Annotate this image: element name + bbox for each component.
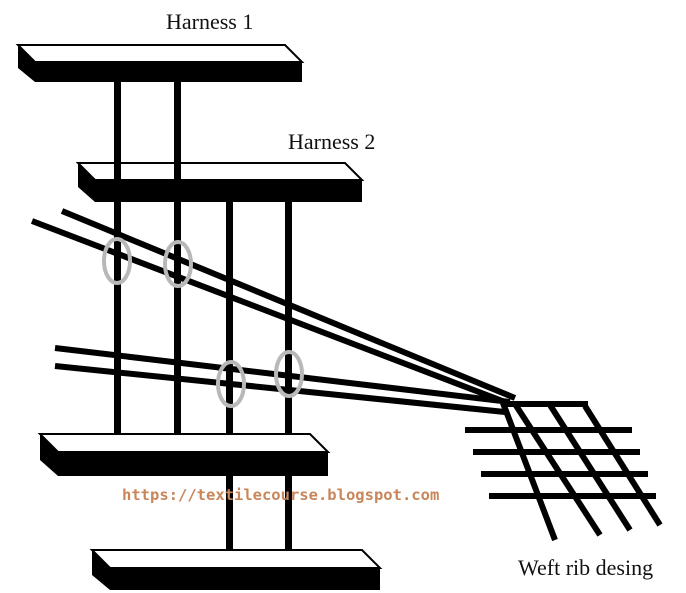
- heald-wire-2: [174, 82, 181, 447]
- harness-2-label: Harness 2: [288, 129, 376, 154]
- eyelet-4: [274, 350, 304, 398]
- harness-1-bottom-bar: [37, 433, 331, 476]
- heald-wire-1: [114, 82, 121, 447]
- harness-2-top-bar: [75, 162, 365, 202]
- woven-fabric: [465, 401, 663, 542]
- eyelet-3: [216, 360, 246, 408]
- eyelet-2: [163, 240, 193, 288]
- harness-1-label: Harness 1: [166, 9, 254, 34]
- harness-2-bottom-bar: [89, 549, 383, 590]
- diagram-caption: Weft rib desing: [518, 555, 654, 580]
- watermark-url: https://textilecourse.blogspot.com: [122, 486, 440, 504]
- eyelet-1: [102, 237, 132, 285]
- heald-wire-4: [285, 202, 292, 562]
- heald-eyelets: [102, 237, 304, 408]
- upper-warp-yarns: [30, 208, 517, 405]
- harness-1-top-bar: [15, 44, 305, 82]
